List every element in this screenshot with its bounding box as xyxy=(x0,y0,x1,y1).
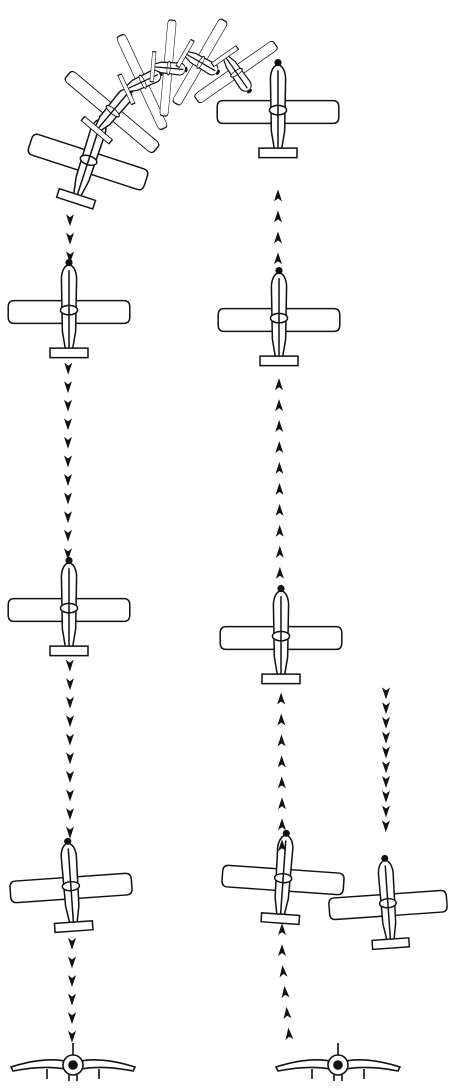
left-track-arrow xyxy=(68,993,76,1006)
aircraft-rolling-1 xyxy=(16,95,162,223)
aircraft-right-2 xyxy=(219,584,343,685)
entry-track-arrow xyxy=(381,820,390,833)
entry-track-arrow xyxy=(382,731,390,744)
left-track-arrow xyxy=(66,770,74,783)
left-track-arrow xyxy=(64,529,72,542)
left-track-arrow xyxy=(66,214,74,227)
left-track-arrow xyxy=(64,399,72,412)
right-track-arrow xyxy=(274,252,282,265)
entry-track-arrow xyxy=(382,702,390,715)
left-track-arrow xyxy=(66,826,74,839)
entry-track-arrow xyxy=(382,805,390,818)
left-track-arrow xyxy=(65,659,74,672)
aircraft-right-1 xyxy=(217,266,341,367)
entry-track-arrow xyxy=(382,716,390,729)
entry-track-arrow xyxy=(382,746,390,759)
right-track-arrow xyxy=(274,189,282,202)
right-track-arrow xyxy=(278,818,286,831)
left-track-arrow xyxy=(64,381,72,394)
left-track-arrow xyxy=(64,362,73,375)
left-track-arrow xyxy=(66,678,74,691)
wingover-arc xyxy=(16,10,340,223)
left-track-arrow xyxy=(66,789,74,802)
right-track-arrow xyxy=(275,482,284,495)
right-track-arrow xyxy=(277,713,286,726)
right-track-arrow xyxy=(277,755,286,768)
right-track-arrow xyxy=(275,419,284,433)
right-track-arrow xyxy=(275,440,284,454)
left-track-arrow xyxy=(66,715,74,728)
left-track-arrow xyxy=(64,436,72,449)
left-track-arrow xyxy=(66,232,74,245)
aircraft-left-2 xyxy=(7,556,131,657)
right-track-arrow xyxy=(275,503,284,516)
right-track-arrow xyxy=(275,524,284,537)
right-track-arrow xyxy=(275,566,284,579)
entry-track-arrow xyxy=(382,687,390,700)
aircraft-left-1 xyxy=(7,258,131,359)
left-track-arrow xyxy=(66,752,74,765)
right-track-arrow xyxy=(278,964,288,978)
right-track-arrow xyxy=(275,545,284,558)
left-track-arrow xyxy=(68,975,76,988)
aircraft-right-3 xyxy=(218,825,348,929)
right-track-arrow xyxy=(275,461,284,474)
aircraft-front-right xyxy=(275,1042,401,1082)
left-track-arrow xyxy=(68,956,76,969)
left-track-arrow xyxy=(66,808,74,821)
right-track-arrow xyxy=(277,776,286,789)
left-track-arrow xyxy=(64,474,72,487)
right-track-arrow xyxy=(284,1027,294,1040)
right-track-arrow xyxy=(282,1006,292,1020)
right-track-arrow xyxy=(278,944,286,956)
left-track-arrow xyxy=(66,696,74,709)
right-track-arrow xyxy=(280,985,290,999)
aircraft-entry xyxy=(325,850,451,953)
right-track-arrow xyxy=(277,692,286,705)
right-track-arrow xyxy=(277,734,286,747)
entry-track-arrow xyxy=(382,776,390,788)
aircraft-front-left xyxy=(10,1042,136,1082)
entry-track-arrow xyxy=(382,790,390,803)
right-track-arrow xyxy=(278,923,286,936)
right-track-arrow xyxy=(274,231,282,244)
right-track-arrow xyxy=(274,210,282,223)
right-track-arrow xyxy=(278,797,286,810)
left-track-arrow xyxy=(64,418,72,431)
left-track-arrow xyxy=(66,733,74,746)
left-track-arrow xyxy=(68,1030,76,1043)
left-track-arrow xyxy=(64,455,72,468)
left-track-arrow xyxy=(68,1012,76,1025)
right-track-arrow xyxy=(274,378,284,391)
aircraft-left-3 xyxy=(6,833,136,937)
entry-track-arrow xyxy=(382,761,390,774)
left-track-arrow xyxy=(64,492,72,505)
left-track-arrow xyxy=(68,937,76,950)
left-track-arrow xyxy=(64,511,72,524)
right-track-arrow xyxy=(275,399,284,412)
